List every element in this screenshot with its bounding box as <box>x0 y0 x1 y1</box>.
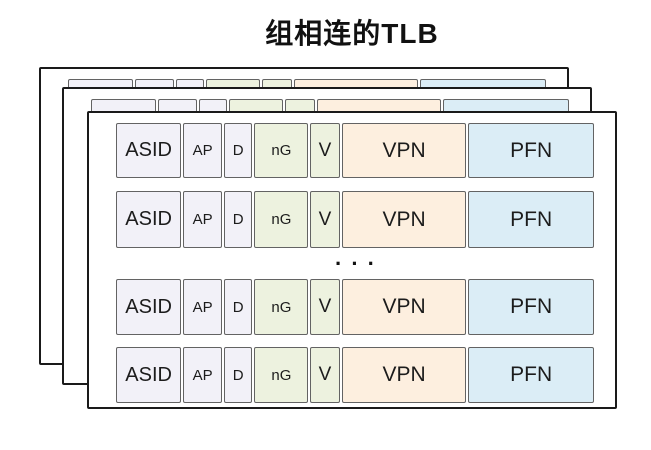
tlb-field-vpn: VPN <box>341 279 467 335</box>
tlb-field-ap: AP <box>183 123 223 178</box>
tlb-field-v: V <box>310 123 340 178</box>
tlb-field-ng: nG <box>254 123 309 178</box>
tlb-field-asid: ASID <box>116 279 182 335</box>
tlb-field-pfn: PFN <box>468 347 594 403</box>
tlb-field-ap: AP <box>183 279 223 335</box>
tlb-field-pfn: PFN <box>468 123 594 178</box>
tlb-field-pfn: PFN <box>468 279 594 335</box>
tlb-field-ng: nG <box>254 279 309 335</box>
tlb-field-d: D <box>224 191 253 248</box>
tlb-field-asid: ASID <box>116 191 182 248</box>
tlb-field-ng: nG <box>254 191 309 248</box>
tlb-field-ap: AP <box>183 191 223 248</box>
tlb-field-d: D <box>224 347 253 403</box>
tlb-field-d: D <box>224 279 253 335</box>
tlb-field-asid: ASID <box>116 347 182 403</box>
tlb-field-vpn: VPN <box>341 347 467 403</box>
tlb-field-asid: ASID <box>116 123 182 178</box>
tlb-field-v: V <box>310 347 340 403</box>
tlb-field-ng: nG <box>254 347 309 403</box>
tlb-field-v: V <box>310 279 340 335</box>
tlb-field-pfn: PFN <box>468 191 594 248</box>
tlb-field-vpn: VPN <box>341 123 467 178</box>
tlb-field-vpn: VPN <box>341 191 467 248</box>
tlb-field-v: V <box>310 191 340 248</box>
tlb-field-d: D <box>224 123 253 178</box>
tlb-field-ap: AP <box>183 347 223 403</box>
more-entries-ellipsis: ··· <box>335 250 384 276</box>
diagram-title: 组相连的TLB <box>265 18 439 49</box>
